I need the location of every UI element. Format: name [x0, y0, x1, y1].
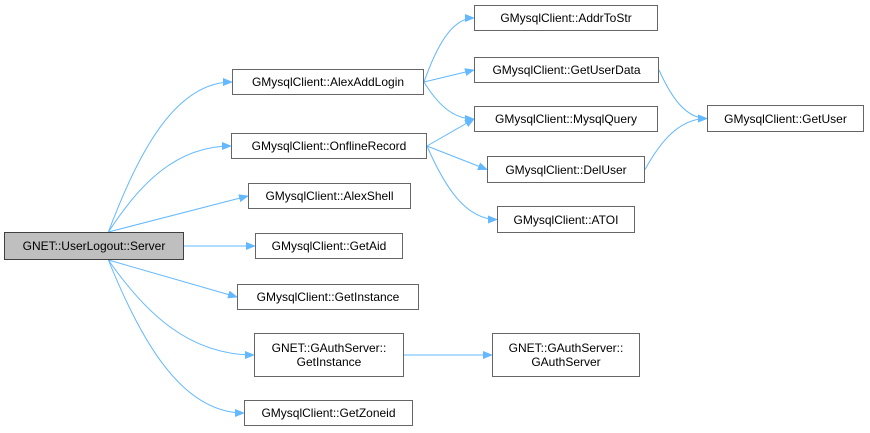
node-get-user[interactable]: GMysqlClient::GetUser	[707, 105, 864, 132]
node-label-line2: GAuthServer	[531, 355, 601, 369]
edge-user_logout_server-to-alex_shell	[108, 194, 249, 233]
node-addr-to-str[interactable]: GMysqlClient::AddrToStr	[474, 5, 658, 31]
node-label: GMysqlClient::GetInstance	[256, 290, 400, 304]
edge-onffline_record-to-mysql_query	[426, 118, 475, 147]
node-label: GMysqlClient::GetZoneid	[261, 406, 396, 420]
node-get-zoneid[interactable]: GMysqlClient::GetZoneid	[244, 400, 413, 426]
node-user-logout-server: GNET::UserLogout::Server	[4, 232, 184, 260]
node-label: GMysqlClient::MysqlQuery	[494, 112, 638, 126]
edge-alex_add_login-to-addr_to_str	[423, 14, 475, 83]
edge-user_logout_server-to-onffline_record	[107, 142, 232, 233]
node-label: GMysqlClient::GetUserData	[492, 63, 641, 77]
node-atoi[interactable]: GMysqlClient::ATOI	[497, 206, 635, 233]
node-label: GMysqlClient::GetUser	[724, 111, 847, 126]
node-label-line1: GNET::GAuthServer::	[508, 341, 624, 355]
edge-alex_add_login-to-get_user_data	[423, 68, 475, 83]
edge-get_user_data-to-get_user	[658, 69, 708, 123]
node-get-instance[interactable]: GMysqlClient::GetInstance	[237, 284, 419, 310]
node-get-user-data[interactable]: GMysqlClient::GetUserData	[474, 57, 659, 83]
node-del-user[interactable]: GMysqlClient::DelUser	[487, 156, 645, 183]
edge-user_logout_server-to-gauth_get_instance	[107, 259, 255, 359]
edge-user_logout_server-to-get_zoneid	[107, 259, 245, 417]
node-label: GMysqlClient::AlexShell	[265, 189, 394, 203]
node-onffline-record[interactable]: GMysqlClient::OnflineRecord	[231, 133, 427, 159]
node-label-line2: GetInstance	[296, 355, 362, 369]
edge-del_user-to-get_user	[644, 114, 708, 170]
edge-onffline_record-to-del_user	[426, 145, 488, 170]
node-get-aid[interactable]: GMysqlClient::GetAid	[255, 233, 403, 259]
node-label-line1: GNET::GAuthServer::	[271, 341, 387, 355]
edge-user_logout_server-to-get_instance	[108, 259, 238, 299]
node-label: GMysqlClient::AddrToStr	[500, 11, 632, 25]
node-label: GMysqlClient::OnflineRecord	[251, 139, 407, 153]
edge-onffline_record-to-atoi	[426, 145, 498, 224]
node-label: GMysqlClient::ATOI	[513, 212, 619, 227]
node-alex-add-login[interactable]: GMysqlClient::AlexAddLogin	[232, 69, 424, 95]
edge-alex_add_login-to-mysql_query	[423, 81, 475, 123]
node-label: GMysqlClient::DelUser	[505, 162, 627, 177]
node-label: GNET::UserLogout::Server	[22, 239, 166, 253]
node-mysql-query[interactable]: GMysqlClient::MysqlQuery	[474, 106, 658, 132]
node-label: GMysqlClient::AlexAddLogin	[251, 75, 405, 89]
node-alex-shell[interactable]: GMysqlClient::AlexShell	[248, 183, 411, 209]
node-gauth-server[interactable]: GNET::GAuthServer:: GAuthServer	[492, 333, 640, 377]
node-label: GMysqlClient::GetAid	[271, 239, 387, 253]
edge-user_logout_server-to-alex_add_login	[107, 78, 233, 233]
node-gauth-get-instance[interactable]: GNET::GAuthServer:: GetInstance	[254, 333, 404, 377]
